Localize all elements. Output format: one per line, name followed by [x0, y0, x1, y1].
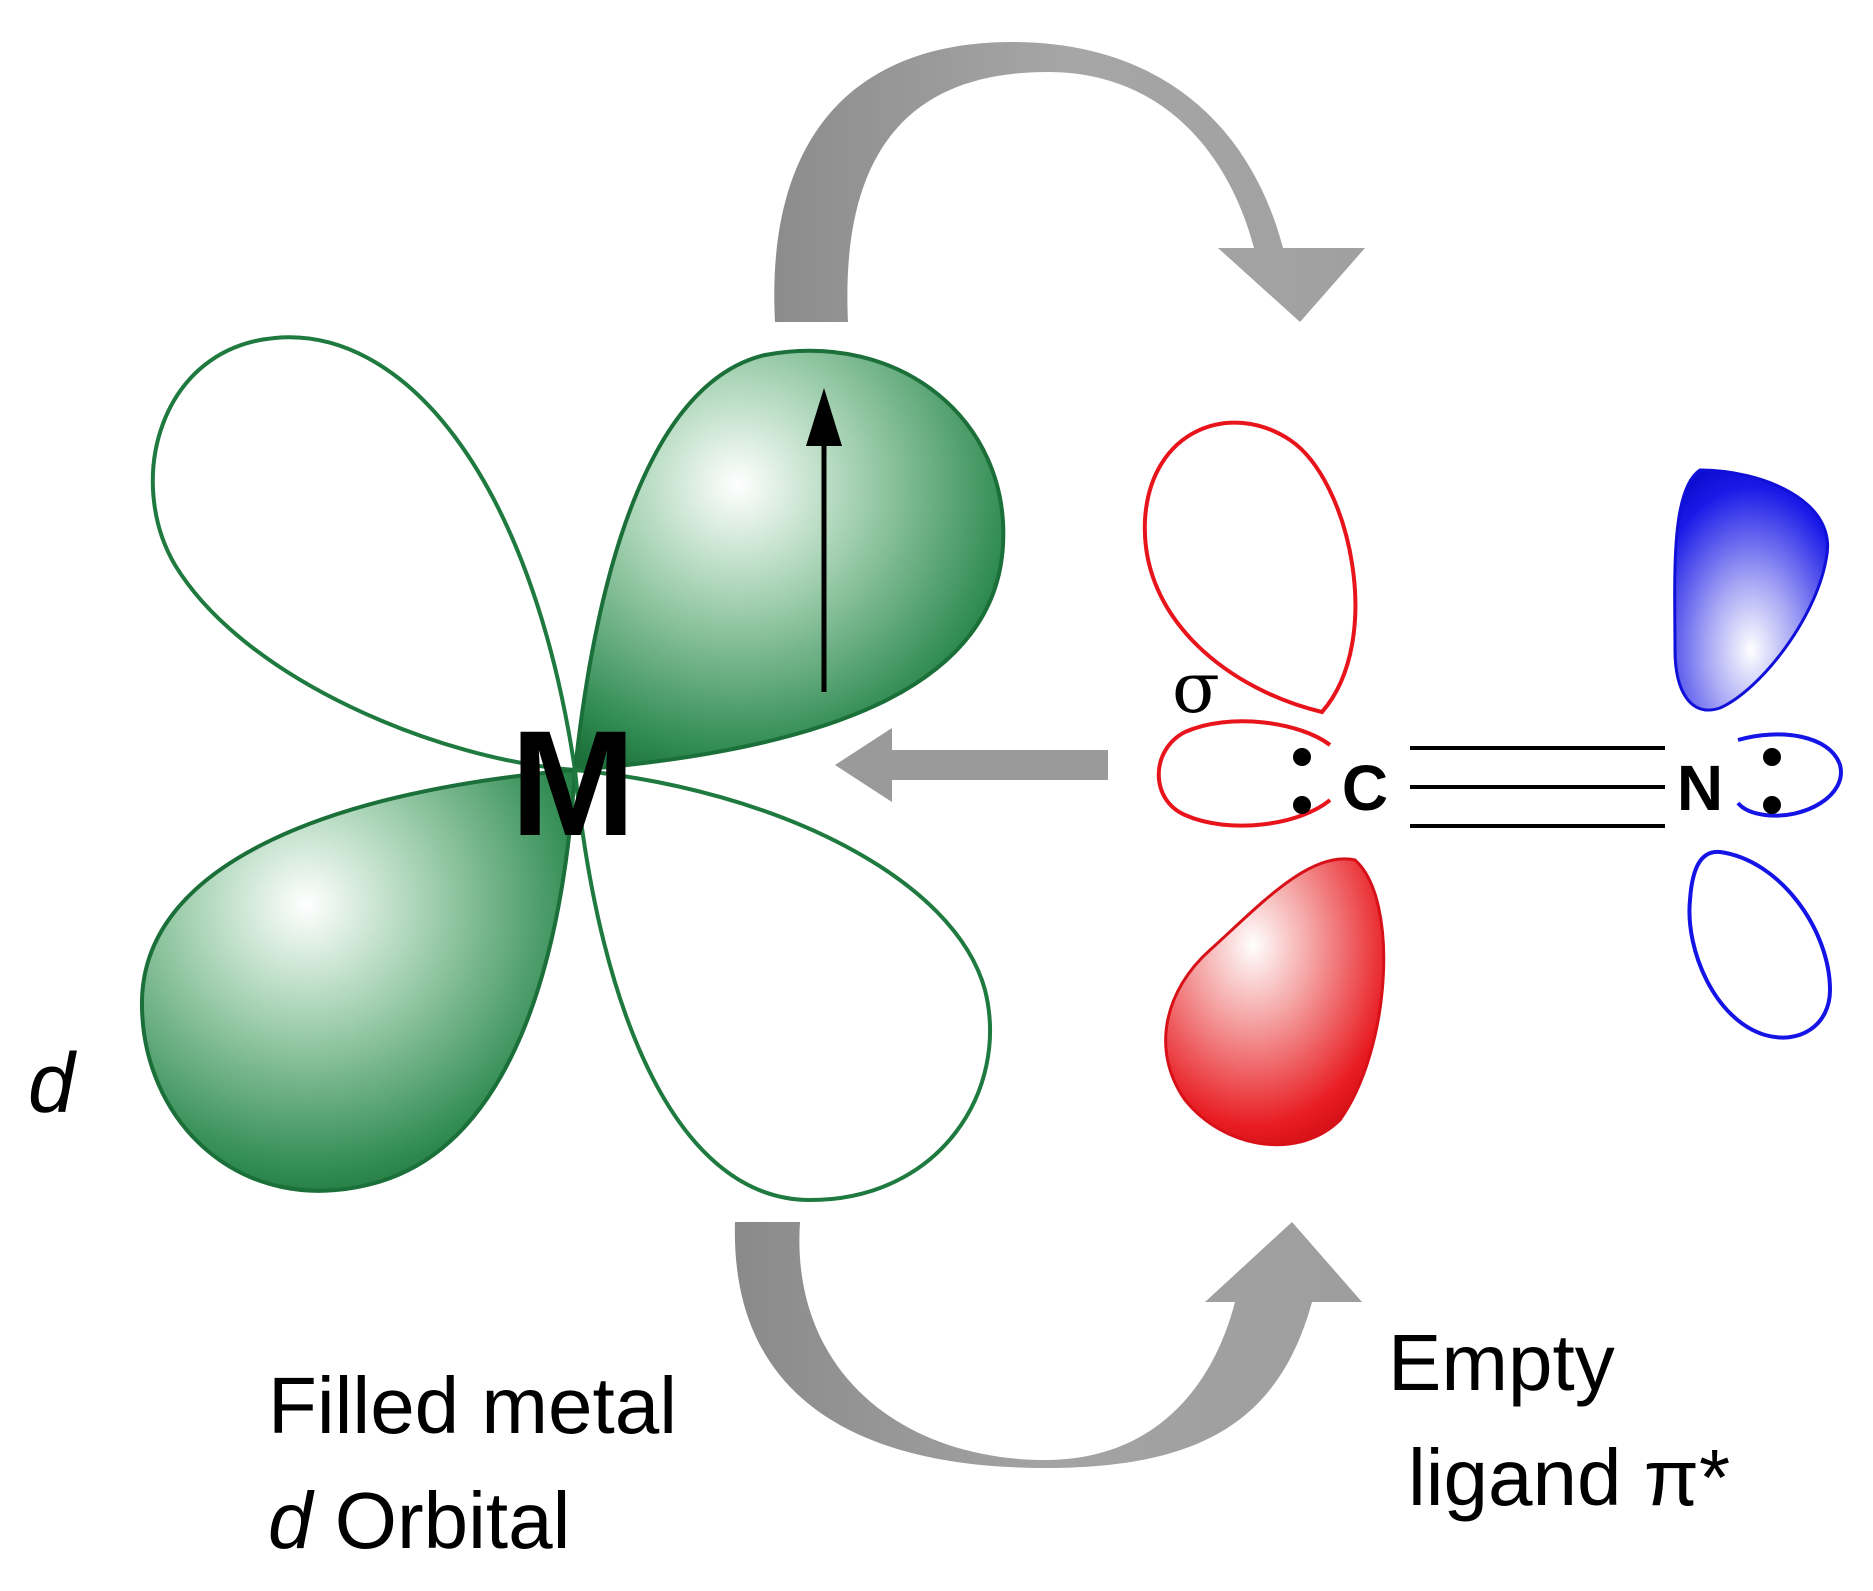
d-orbital-label: d: [28, 1036, 77, 1130]
nitrogen-lone-pair-lobe: [1736, 732, 1843, 818]
carbon-lone-pair-dot-2: [1293, 796, 1311, 814]
metal-symbol: M: [511, 699, 636, 867]
nitrogen-lone-pair-dot-1: [1763, 748, 1781, 766]
d-lobe-upper-right-filled: [572, 348, 1006, 773]
carbon-pi-lobe-lower-filled: [1164, 857, 1386, 1147]
d-lobe-lower-left-filled: [139, 767, 578, 1193]
sigma-label: σ: [1172, 647, 1220, 729]
carbon-sigma-lone-pair-lobe: [1156, 719, 1332, 828]
nitrogen-atom-label: N: [1677, 752, 1723, 824]
back-donation-arrow-top: [774, 42, 1365, 322]
carbon-lone-pair-dot-1: [1293, 748, 1311, 766]
carbon-atom-label: C: [1342, 752, 1388, 824]
d-lobe-lower-right: [572, 767, 992, 1203]
back-donation-arrow-bottom: [734, 1222, 1362, 1468]
sigma-donation-arrow: [835, 728, 1108, 802]
carbon-pi-lobe-upper: [1142, 420, 1358, 715]
empty-ligand-label-line1: Empty: [1388, 1318, 1615, 1407]
electron-spin-arrowhead: [806, 388, 842, 446]
nitrogen-lone-pair-dot-2: [1763, 796, 1781, 814]
nitrogen-pi-lobe-upper-filled: [1673, 468, 1830, 712]
filled-metal-label-line1: Filled metal: [268, 1361, 677, 1450]
empty-ligand-label-line2: ligand π*: [1408, 1433, 1730, 1522]
nitrogen-pi-lobe-lower: [1687, 849, 1833, 1040]
d-lobe-upper-left: [150, 335, 578, 773]
filled-metal-label-line2: d Orbital: [268, 1476, 570, 1565]
